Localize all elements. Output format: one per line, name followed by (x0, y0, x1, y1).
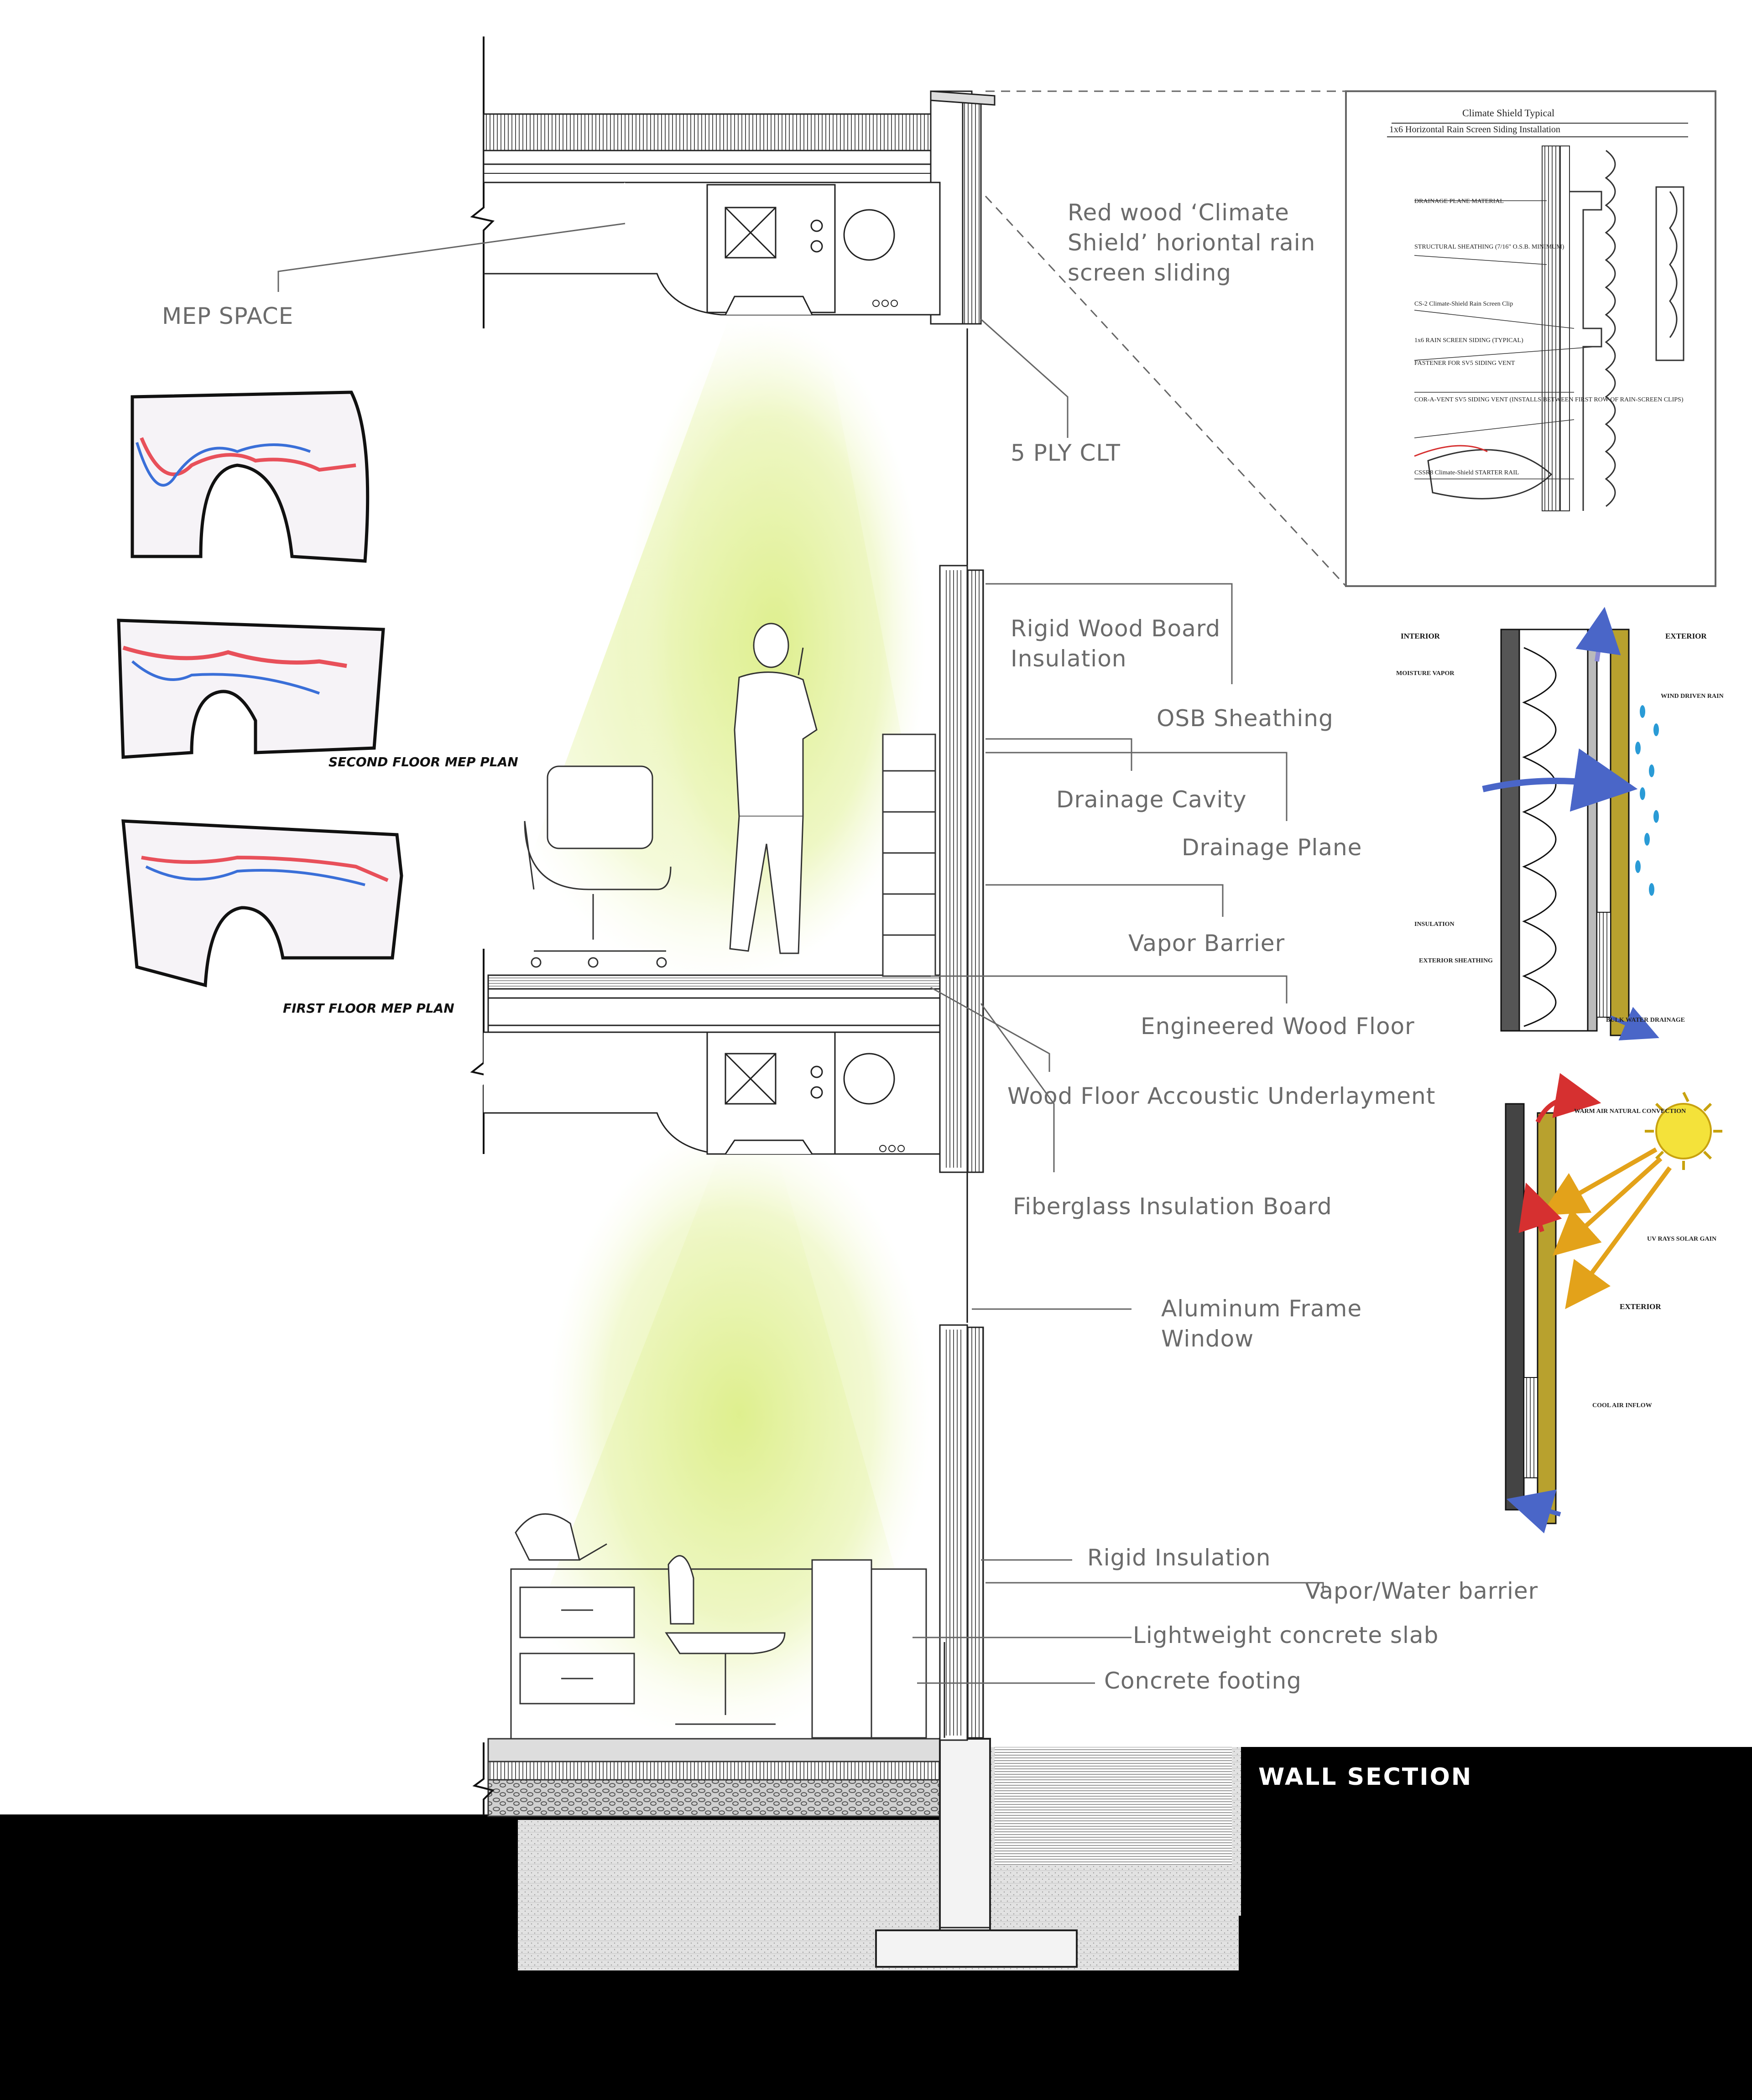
moisture-detail: INTERIOR EXTERIOR MOISTURE VAPOR WIND DR… (1396, 607, 1724, 1041)
moisture-interior: INTERIOR (1401, 632, 1440, 640)
leader-lines (277, 90, 1347, 1684)
concrete-slab-label: Lightweight concrete slab (1133, 1622, 1439, 1648)
warm-air-label: WARM AIR NATURAL CONVECTION (1574, 1108, 1686, 1115)
office-desk-lower (510, 1513, 927, 1740)
climate-shield-label: Red wood ‘Climate Shield’ horiontal rain… (1068, 199, 1316, 286)
siding-note-4: 1x6 RAIN SCREEN SIDING (TYPICAL) (1414, 337, 1523, 344)
siding-note-3: CS-2 Climate-Shield Rain Screen Clip (1414, 301, 1513, 307)
moisture-vapor-label: MOISTURE VAPOR (1396, 670, 1455, 677)
page-title: WALL SECTION (1258, 1763, 1473, 1791)
cool-air-label: COOL AIR INFLOW (1592, 1402, 1652, 1409)
solar-exterior-label: EXTERIOR (1620, 1302, 1661, 1311)
rigid-insulation-label: Rigid Insulation (1087, 1544, 1271, 1571)
siding-note-5: FASTENER FOR SV5 SIDING VENT (1414, 360, 1515, 367)
insulation-label: INSULATION (1414, 921, 1455, 928)
siding-note-7: CSSR8 Climate-Shield STARTER RAIL (1414, 469, 1519, 476)
osb-label: OSB Sheathing (1157, 705, 1334, 732)
siding-note-1: DRAINAGE PLANE MATERIAL (1414, 198, 1504, 205)
ground (0, 1747, 1752, 2100)
siding-note-6: COR-A-VENT SV5 SIDING VENT (INSTALLS BET… (1414, 396, 1684, 403)
clt-label: 5 PLY CLT (1011, 440, 1121, 466)
underlayment-label: Wood Floor Accoustic Underlayment (1007, 1083, 1436, 1109)
siding-detail-title: Climate Shield Typical (1462, 107, 1554, 119)
fiberglass-label: Fiberglass Insulation Board (1013, 1193, 1332, 1220)
office-chair-upper (524, 765, 672, 968)
floor-assembly (484, 974, 968, 1155)
wind-rain-label: WIND DRIVEN RAIN (1661, 693, 1724, 700)
mep-sketch-first: FIRST FLOOR MEP PLAN (121, 819, 454, 1016)
person-figure (729, 623, 936, 977)
exterior-wall-panels (939, 565, 984, 1741)
mep-sketch-second: SECOND FLOOR MEP PLAN (117, 619, 518, 769)
engineered-floor-label: Engineered Wood Floor (1141, 1013, 1415, 1040)
uv-rays-label: UV RAYS SOLAR GAIN (1647, 1236, 1716, 1242)
siding-detail-subtitle: 1x6 Horizontal Rain Screen Siding Instal… (1389, 125, 1560, 135)
mep-sketch-third (130, 390, 370, 563)
solar-detail: WARM AIR NATURAL CONVECTION UV RAYS SOLA… (1505, 1073, 1722, 1533)
concrete-footing-label: Concrete footing (1104, 1668, 1302, 1694)
sun-icon (1645, 1092, 1722, 1170)
mep-space-label: MEP SPACE (162, 303, 294, 329)
drainage-cavity-label: Drainage Cavity (1056, 786, 1247, 813)
first-floor-plan-label: FIRST FLOOR MEP PLAN (283, 1001, 454, 1016)
rigid-wood-label: Rigid Wood Board Insulation (1011, 615, 1221, 672)
slab-on-grade (487, 1738, 945, 1817)
foundation (875, 1738, 1078, 1968)
siding-note-2: STRUCTURAL SHEATHING (7/16" O.S.B. MINIM… (1414, 244, 1564, 250)
ext-sheathing-label: EXTERIOR SHEATHING (1419, 957, 1493, 964)
moisture-exterior: EXTERIOR (1665, 632, 1707, 640)
aluminum-window-label: Aluminum Frame Window (1161, 1295, 1362, 1352)
siding-detail: Climate Shield Typical 1x6 Horizontal Ra… (1345, 90, 1716, 587)
vapor-barrier-label: Vapor Barrier (1128, 930, 1285, 956)
drainage-plane-label: Drainage Plane (1182, 834, 1362, 861)
bulk-water-label: BULK WATER DRAINAGE (1606, 1017, 1685, 1024)
second-floor-plan-label: SECOND FLOOR MEP PLAN (328, 754, 518, 769)
roof-assembly (483, 90, 996, 325)
vapor-water-label: Vapor/Water barrier (1305, 1578, 1538, 1604)
